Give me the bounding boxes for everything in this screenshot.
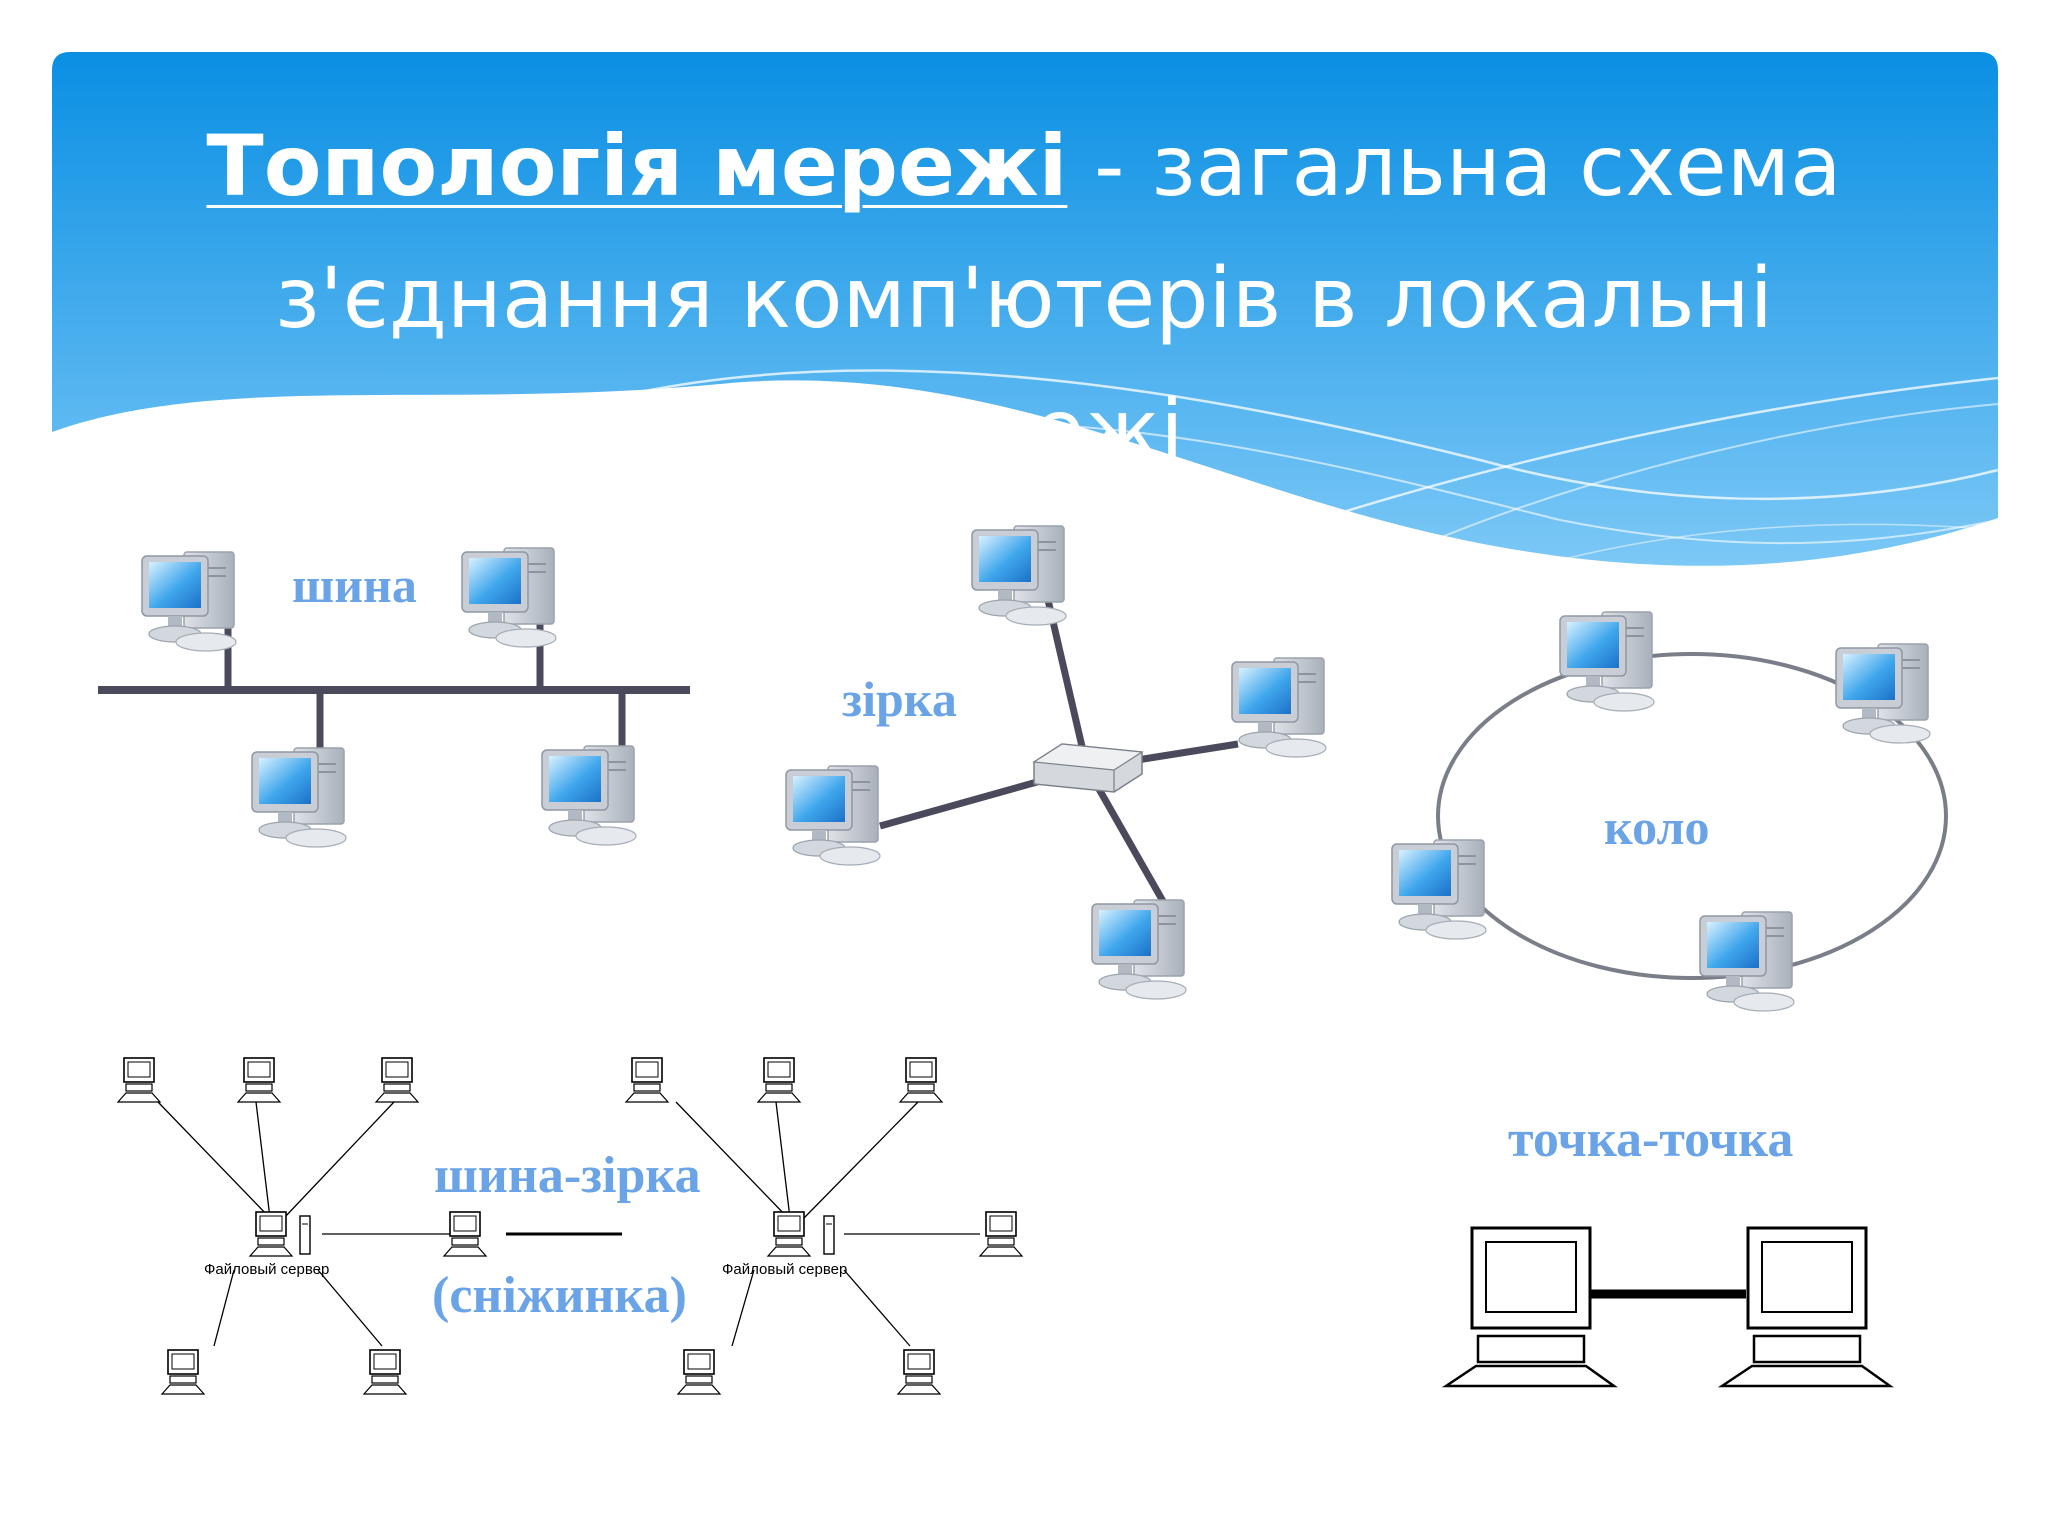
point-to-point-topology: [1444, 1226, 1892, 1388]
computer-icon: [1835, 643, 1931, 744]
title-term: Топологія мережі: [206, 117, 1068, 215]
workstation-icon: [237, 1057, 281, 1103]
computer-icon: [785, 765, 881, 866]
computer-icon: [251, 747, 347, 848]
snowflake-label-line1: шина-зірка: [434, 1147, 701, 1204]
workstation-icon: [979, 1211, 1023, 1257]
workstation-icon: [161, 1349, 205, 1395]
header-band: [52, 52, 1999, 566]
star-link: [1083, 766, 1172, 912]
computer-icon: [1091, 899, 1187, 1000]
workstation-icon: [767, 1211, 811, 1257]
computer-icon: [1391, 839, 1487, 940]
p2p-label: точка-точка: [1508, 1111, 1794, 1168]
title-definition: - загальна схема з'єднання комп'ютерів в…: [274, 117, 1842, 479]
bus-label: шина: [292, 557, 417, 613]
star-link: [1044, 599, 1091, 769]
computer-icon: [461, 547, 557, 648]
computer-icon: [1699, 911, 1795, 1012]
file-server-label: Файловый сервер: [204, 1261, 330, 1278]
ring-label: коло: [1604, 799, 1710, 855]
workstation-icon: [897, 1349, 941, 1395]
workstation-icon: [375, 1057, 419, 1103]
file-server-label: Файловый сервер: [722, 1261, 848, 1278]
ring-topology: [1391, 611, 1948, 1012]
workstation-icon: [757, 1057, 801, 1103]
computer-icon: [971, 525, 1067, 626]
computer-icon: [1720, 1226, 1892, 1388]
workstation-icon: [443, 1211, 487, 1257]
slide-title: Топологія мережі - загальна схема з'єдна…: [150, 100, 1898, 496]
computer-icon: [1231, 657, 1327, 758]
workstation-icon: [117, 1057, 161, 1103]
star-label: зірка: [842, 671, 957, 727]
computer-icon: [141, 551, 237, 652]
snowflake-topology: [117, 1057, 1023, 1395]
workstation-icon: [899, 1057, 943, 1103]
workstation-icon: [363, 1349, 407, 1395]
workstation-icon: [625, 1057, 669, 1103]
computer-icon: [1444, 1226, 1616, 1388]
server-tower-icon: [299, 1215, 311, 1255]
hub-icon: [1032, 743, 1144, 793]
computer-icon: [1559, 611, 1655, 712]
ring-link: [1436, 652, 1948, 980]
server-tower-icon: [823, 1215, 835, 1255]
workstation-icon: [249, 1211, 293, 1257]
bus-topology: [98, 547, 690, 848]
snowflake-label-line2: (сніжинка): [432, 1267, 687, 1324]
star-topology: [785, 525, 1327, 1000]
workstation-icon: [677, 1349, 721, 1395]
computer-icon: [541, 745, 637, 846]
